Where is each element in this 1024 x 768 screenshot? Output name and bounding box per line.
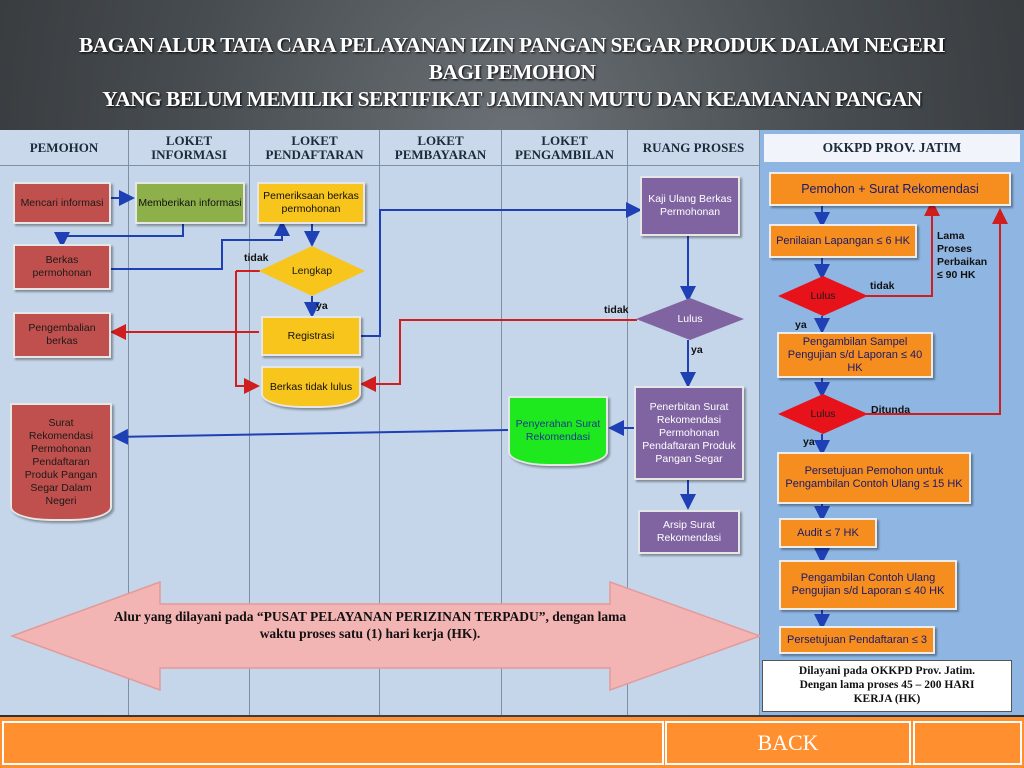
- node-ok-persetujuan-pendaftaran: Persetujuan Pendaftaran ≤ 3: [779, 626, 935, 654]
- okkpd-note: Dilayani pada OKKPD Prov. Jatim. Dengan …: [762, 660, 1012, 712]
- arrow-note: Alur yang dilayani pada “PUSAT PELAYANAN…: [60, 608, 680, 642]
- connectors: [9, 190, 1008, 692]
- footer-blank-left: [2, 721, 664, 765]
- node-memberikan-informasi: Memberikan informasi: [135, 182, 245, 224]
- node-mencari-informasi: Mencari informasi: [13, 182, 111, 224]
- col-header-pembayaran: LOKET PEMBAYARAN: [380, 130, 502, 166]
- label-ya-lengkap: ya: [316, 300, 328, 312]
- decision-lengkap: Lengkap: [259, 246, 365, 296]
- node-ok-persetujuan: Persetujuan Pemohon untuk Pengambilan Co…: [777, 452, 971, 504]
- label-ok-ya-1: ya: [795, 319, 807, 331]
- node-surat-rekomendasi: Surat Rekomendasi Permohonan Pendaftaran…: [10, 403, 112, 521]
- slide-title: BAGAN ALUR TATA CARA PELAYANAN IZIN PANG…: [10, 32, 1014, 113]
- node-ok-audit: Audit ≤ 7 HK: [779, 518, 877, 548]
- node-pengembalian-berkas: Pengembalian berkas: [13, 312, 111, 358]
- col-header-informasi: LOKET INFORMASI: [129, 130, 250, 166]
- title-line-1: BAGAN ALUR TATA CARA PELAYANAN IZIN PANG…: [79, 33, 945, 57]
- label-ya-lulus: ya: [691, 344, 703, 356]
- footer-bar: BACK: [0, 717, 1024, 768]
- arrow-note-line-1: Alur yang dilayani pada “PUSAT PELAYANAN…: [113, 609, 627, 624]
- label-ok-ya-2: ya: [803, 436, 815, 448]
- node-berkas-tidak-lulus: Berkas tidak lulus: [261, 366, 361, 408]
- decision-lulus-ruang: Lulus: [636, 298, 744, 340]
- lane-ruang-proses: [628, 166, 760, 715]
- lane-pembayaran: [380, 166, 502, 715]
- decision-ok-lulus-1: Lulus: [778, 276, 868, 316]
- okkpd-note-line-3: KERJA (HK): [853, 693, 921, 705]
- flowchart: PEMOHON LOKET INFORMASI LOKET PENDAFTARA…: [0, 130, 1024, 715]
- node-pemeriksaan-berkas: Pemeriksaan berkas permohonan: [257, 182, 365, 224]
- node-registrasi: Registrasi: [261, 316, 361, 356]
- node-penyerahan-surat: Penyerahan Surat Rekomendasi: [508, 396, 608, 466]
- node-penerbitan-surat: Penerbitan Surat Rekomendasi Permohonan …: [634, 386, 744, 480]
- label-ok-ditunda: Ditunda: [871, 404, 911, 416]
- okkpd-note-line-2: Dengan lama proses 45 – 200 HARI: [799, 679, 975, 691]
- title-line-3: YANG BELUM MEMILIKI SERTIFIKAT JAMINAN M…: [102, 87, 922, 111]
- title-line-2: BAGI PEMOHON: [428, 60, 596, 84]
- decision-ok-lulus-2: Lulus: [778, 394, 868, 434]
- label-tidak-lengkap: tidak: [244, 252, 269, 264]
- label-tidak-lulus: tidak: [604, 304, 629, 316]
- node-ok-penilaian: Penilaian Lapangan ≤ 6 HK: [769, 224, 917, 258]
- node-ok-sampel: Pengambilan Sampel Pengujian s/d Laporan…: [777, 332, 933, 378]
- node-ok-pemohon: Pemohon + Surat Rekomendasi: [769, 172, 1011, 206]
- col-header-ruang-proses: RUANG PROSES: [628, 130, 760, 166]
- okkpd-note-line-1: Dilayani pada OKKPD Prov. Jatim.: [798, 665, 976, 677]
- col-header-pendaftaran: LOKET PENDAFTARAN: [250, 130, 380, 166]
- col-header-okkpd: OKKPD PROV. JATIM: [764, 134, 1020, 162]
- node-ok-contoh-ulang: Pengambilan Contoh Ulang Pengujian s/d L…: [779, 560, 957, 610]
- lane-pendaftaran: [250, 166, 380, 715]
- node-berkas-permohonan: Berkas permohonan: [13, 244, 111, 290]
- lane-informasi: [129, 166, 250, 715]
- node-kaji-ulang: Kaji Ulang Berkas Permohonan: [640, 176, 740, 236]
- node-arsip-surat: Arsip Surat Rekomendasi: [638, 510, 740, 554]
- lane-pemohon: [0, 166, 129, 715]
- col-header-pengambilan: LOKET PENGAMBILAN: [502, 130, 628, 166]
- footer-blank-right: [913, 721, 1022, 765]
- lane-pengambilan: [502, 166, 628, 715]
- arrow-note-line-2: waktu proses satu (1) hari kerja (HK).: [259, 626, 481, 641]
- back-button[interactable]: BACK: [665, 721, 911, 765]
- col-header-pemohon: PEMOHON: [0, 130, 129, 166]
- label-ok-tidak: tidak: [870, 280, 895, 292]
- label-lama-proses: Lama Proses Perbaikan ≤ 90 HK: [937, 230, 988, 281]
